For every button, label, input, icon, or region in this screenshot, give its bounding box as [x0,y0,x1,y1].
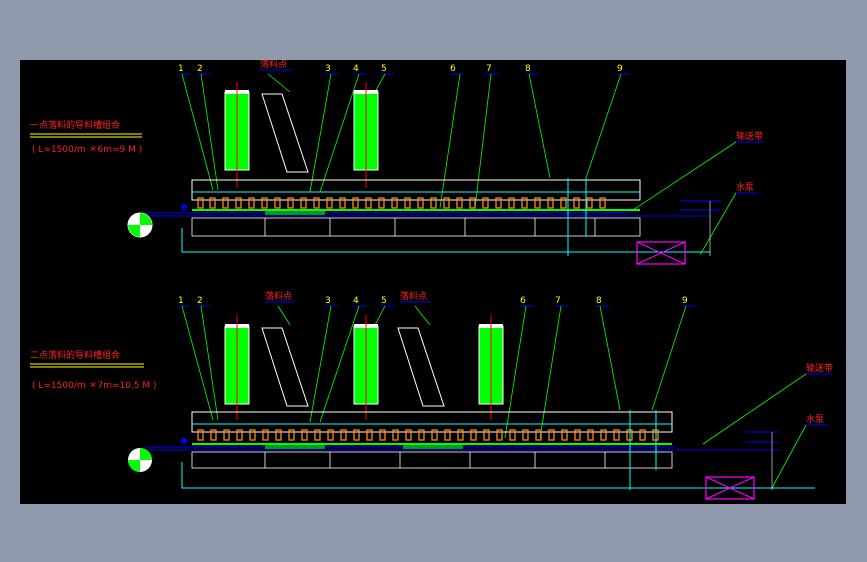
top-chute [261,93,309,173]
top-callout-5: 5 [381,64,387,74]
top-callout-3: 3 [325,64,331,74]
bottom-formula: ( L=1500/m ＊7m=10.5 M ) [32,381,157,391]
bottom-callout-6: 6 [520,296,526,306]
top-leaders [181,73,622,209]
top-callout-4: 4 [353,64,359,74]
bottom-chute-1 [261,327,309,407]
top-callout-1: 1 [178,64,184,74]
top-callout-2: 2 [197,64,203,74]
bottom-rollers [197,429,659,441]
bottom-assembly: 二点落料的导料槽组合 ( L=1500/m ＊7m=10.5 M ) 1 2 3… [30,290,833,500]
bottom-callout-3: 3 [325,296,331,306]
bottom-callout-2: 2 [197,296,203,306]
bottom-callout-5: 5 [381,296,387,306]
top-callout-7: 7 [486,64,492,74]
bottom-conveyor-label: 输送带 [806,362,833,374]
bottom-chute-2 [397,327,445,407]
top-callout-8: 8 [525,64,531,74]
bottom-drop-label-2: 落料点 [400,290,427,302]
top-conveyor-label: 输送带 [736,130,763,142]
bottom-drop-label-1: 落料点 [265,290,292,302]
top-callout-6: 6 [450,64,456,74]
bottom-pump [705,476,755,500]
bottom-callout-9: 9 [682,296,688,306]
top-pump-label: 水泵 [736,181,754,193]
bottom-callout-1: 1 [178,296,184,306]
drawing-canvas: 一点落料的导料槽组合 ( L=1500/m ＊6m=9 M ) 1 2 3 4 … [20,58,846,504]
top-drop-label: 落料点 [260,60,287,70]
bottom-callout-4: 4 [353,296,359,306]
bottom-callout-8: 8 [596,296,602,306]
bottom-pump-label: 水泵 [806,413,824,425]
top-formula: ( L=1500/m ＊6m=9 M ) [32,145,142,155]
bottom-leaders [181,305,687,439]
top-rollers [197,197,606,209]
top-callout-9: 9 [617,64,623,74]
top-title: 一点落料的导料槽组合 [30,119,120,131]
bottom-callouts: 1 2 3 4 5 6 7 8 9 [178,296,688,306]
bottom-title: 二点落料的导料槽组合 [30,349,120,361]
top-pump [636,241,686,265]
cad-drawing: 一点落料的导料槽组合 ( L=1500/m ＊6m=9 M ) 1 2 3 4 … [30,58,833,500]
top-assembly: 一点落料的导料槽组合 ( L=1500/m ＊6m=9 M ) 1 2 3 4 … [30,58,764,265]
bottom-trough-frame [191,411,673,433]
top-trough-frame [191,179,641,201]
bottom-callout-7: 7 [555,296,561,306]
top-callouts: 1 2 3 4 5 6 7 8 9 [178,64,623,74]
